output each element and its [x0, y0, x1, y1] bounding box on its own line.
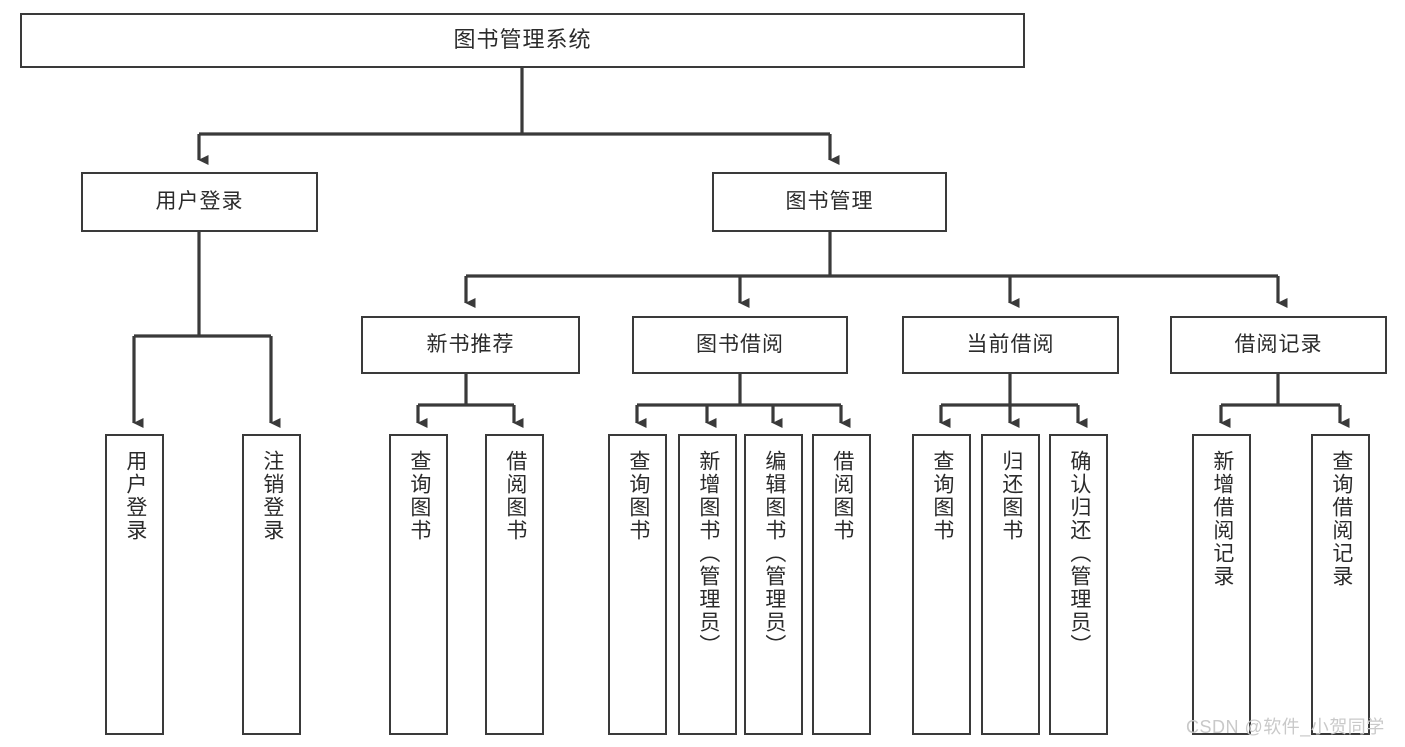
node-current-borrow[interactable]: 当前借阅 [902, 316, 1119, 374]
leaf-add-book[interactable]: 新增图书（管理员） [678, 434, 737, 735]
node-borrow-record[interactable]: 借阅记录 [1170, 316, 1387, 374]
leaf-label: 借阅图书 [830, 450, 854, 542]
leaf-label: 用户登录 [123, 450, 147, 542]
leaf-query-book-1[interactable]: 查询图书 [389, 434, 448, 735]
node-book-borrow[interactable]: 图书借阅 [632, 316, 848, 374]
leaf-borrow-book-1[interactable]: 借阅图书 [485, 434, 544, 735]
leaf-return-book[interactable]: 归还图书 [981, 434, 1040, 735]
leaf-label: 新增图书（管理员） [696, 450, 720, 657]
leaf-label: 查询图书 [626, 450, 650, 542]
leaf-confirm-return[interactable]: 确认归还（管理员） [1049, 434, 1108, 735]
node-new-book-recommend[interactable]: 新书推荐 [361, 316, 580, 374]
leaf-label: 借阅图书 [503, 450, 527, 542]
leaf-query-book-2[interactable]: 查询图书 [608, 434, 667, 735]
leaf-edit-book[interactable]: 编辑图书（管理员） [744, 434, 803, 735]
csdn-watermark: CSDN @软件_小贺同学 [1186, 717, 1385, 737]
leaf-label: 查询图书 [407, 450, 431, 542]
leaf-label: 查询借阅记录 [1329, 450, 1353, 588]
node-book-management[interactable]: 图书管理 [712, 172, 947, 232]
leaf-label: 注销登录 [260, 450, 284, 542]
leaf-label: 确认归还（管理员） [1067, 450, 1091, 657]
leaf-label: 查询图书 [930, 450, 954, 542]
leaf-borrow-book-2[interactable]: 借阅图书 [812, 434, 871, 735]
node-user-login[interactable]: 用户登录 [81, 172, 318, 232]
leaf-label: 编辑图书（管理员） [762, 450, 786, 657]
leaf-label: 归还图书 [999, 450, 1023, 542]
leaf-add-record[interactable]: 新增借阅记录 [1192, 434, 1251, 735]
leaf-query-book-3[interactable]: 查询图书 [912, 434, 971, 735]
leaf-logout-login[interactable]: 注销登录 [242, 434, 301, 735]
leaf-label: 新增借阅记录 [1210, 450, 1234, 588]
node-root-system[interactable]: 图书管理系统 [20, 13, 1025, 68]
leaf-user-login[interactable]: 用户登录 [105, 434, 164, 735]
leaf-query-record[interactable]: 查询借阅记录 [1311, 434, 1370, 735]
